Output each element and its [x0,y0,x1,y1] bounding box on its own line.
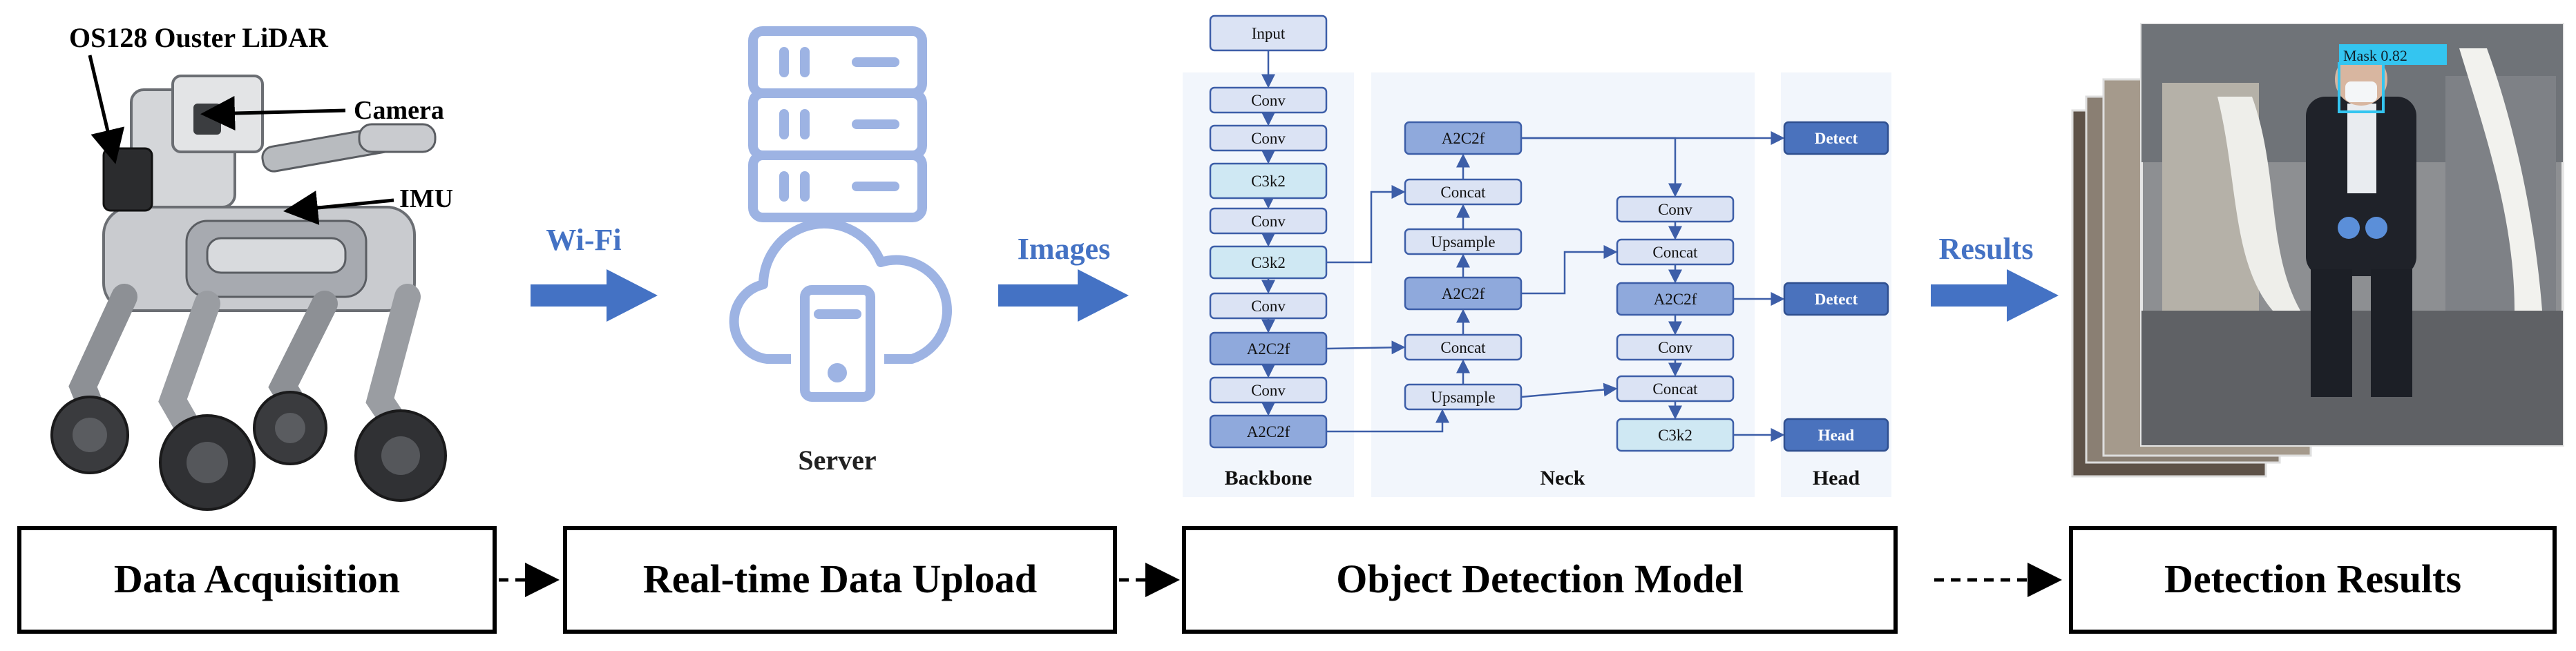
neck1-block-2-box [1404,228,1523,255]
backbone-blocks: InputConvConvC3k2ConvC3k2ConvA2C2fConvA2… [1209,14,1328,449]
stage-label-real-time-upload: Real-time Data Upload [643,556,1037,601]
head-block-1-label: Detect [1815,291,1858,308]
neck1-block-1-label: Concat [1440,184,1486,201]
neck1-block-0-label: A2C2f [1442,130,1485,147]
neck2-block-3-label: Conv [1658,339,1692,356]
edge-neck1-a2c2f-to-concat [1521,245,1618,295]
mask-detection-tag: Mask 0.82 [2343,47,2407,64]
backbone-block-7-box [1209,331,1328,366]
stage-label-detection-results: Detection Results [2164,556,2461,601]
backbone-block-5-label: C3k2 [1251,254,1286,271]
label-wifi: Wi-Fi [546,223,621,257]
detection-results-images: Mask 0.82 [2071,23,2564,478]
backbone-block-9-box [1209,414,1328,449]
backbone-block-3-label: C3k2 [1251,173,1286,190]
head-block-0-label: Detect [1815,130,1858,147]
label-lidar: OS128 Ouster LiDAR [69,22,329,53]
head-block-2-box [1783,418,1889,452]
server-icon [748,26,927,222]
edge-c3k2-to-concat [1326,185,1406,264]
neck2-block-1-box [1616,238,1735,266]
head-block-2-label: Head [1818,427,1855,444]
stage-box-detection-results [2069,526,2557,634]
neck2-block-5-box [1616,418,1735,452]
head-title: Head [1813,467,1860,489]
backbone-title: Backbone [1225,467,1313,489]
neck2-block-1-label: Concat [1652,244,1698,261]
neck2-block-0-label: Conv [1658,201,1692,218]
stage-box-real-time-upload [563,526,1117,634]
wifi-arrow-icon [531,269,658,322]
images-arrow-icon [998,269,1129,322]
head-block-1-box [1783,282,1889,316]
label-camera: Camera [354,96,444,125]
neck-title: Neck [1540,467,1585,489]
backbone-block-6-box [1209,292,1328,320]
neck2-block-3-box [1616,333,1735,361]
robot-dog-illustration [50,75,447,511]
backbone-block-3-box [1209,162,1328,200]
neck1-block-5-label: Upsample [1431,389,1495,406]
backbone-block-5-box [1209,245,1328,280]
cloud-computer-icon [729,218,953,402]
backbone-block-0-box [1209,14,1328,52]
neck1-block-5-box [1404,383,1523,411]
mask-detection-tag-bg [2339,44,2447,65]
backbone-block-6-label: Conv [1251,298,1286,315]
model-edges [1261,50,1785,442]
stage-box-data-acquisition [17,526,497,634]
neck2-block-2-box [1616,282,1735,316]
neck1-block-3-label: A2C2f [1442,285,1485,302]
backbone-block-2-label: Conv [1251,130,1286,147]
results-arrow-icon [1931,269,2059,322]
model-architecture: InputConvConvC3k2ConvC3k2ConvA2C2fConvA2… [1183,14,1891,497]
neck2-block-0-box [1616,195,1735,223]
stage-row: Data Acquisition Real-time Data Upload O… [17,526,2557,634]
neck2-block-2-label: A2C2f [1654,291,1697,308]
edge-upsample-to-concat [1520,382,1618,398]
edge-a2c2f-to-concat [1326,340,1406,355]
backbone-block-4-label: Conv [1251,213,1286,230]
robot-callouts: OS128 Ouster LiDAR Camera IMU [69,22,453,225]
backbone-block-1-label: Conv [1251,92,1286,109]
neck1-block-3-box [1404,276,1523,311]
backbone-block-9-label: A2C2f [1247,423,1290,440]
neck2-block-5-label: C3k2 [1658,427,1692,444]
neck1-block-0-box [1404,121,1523,155]
stage-box-object-detection-model [1182,526,1898,634]
label-imu: IMU [399,184,453,213]
backbone-block-7-label: A2C2f [1247,340,1290,358]
backbone-block-1-box [1209,86,1328,114]
edge-a2c2f-to-upsample [1326,409,1449,433]
stage-label-data-acquisition: Data Acquisition [114,556,400,601]
neck2-block-4-box [1616,375,1735,402]
head-block-0-box [1783,121,1889,155]
neck1-block-1-box [1404,178,1523,206]
edge-neck1-to-neck2-top [1521,137,1682,197]
label-images: Images [1018,232,1110,266]
flow-arrows-top: Wi-Fi Images Results [531,223,2059,322]
backbone-block-4-box [1209,207,1328,235]
server-label: Server [798,445,876,476]
label-results: Results [1939,232,2034,266]
neck2-block-4-label: Concat [1652,380,1698,398]
backbone-block-8-box [1209,376,1328,404]
backbone-block-8-label: Conv [1251,382,1286,399]
backbone-block-2-box [1209,124,1328,152]
neck1-block-4-box [1404,333,1523,361]
neck1-block-2-label: Upsample [1431,233,1495,251]
neck1-block-4-label: Concat [1440,339,1486,356]
backbone-block-0-label: Input [1252,25,1286,42]
stage-label-object-detection-model: Object Detection Model [1336,556,1743,601]
